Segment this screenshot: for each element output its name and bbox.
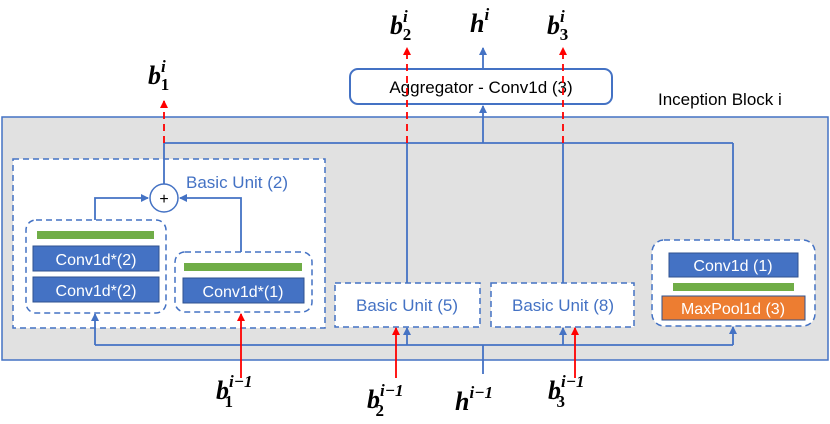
conv-c-box bbox=[182, 277, 305, 304]
output-h-label: hi bbox=[470, 5, 489, 38]
green-bar-pool bbox=[673, 283, 794, 291]
conv-b-box bbox=[32, 276, 160, 303]
conv-a-label: Conv1d*(2) bbox=[56, 252, 137, 269]
green-bar-right bbox=[184, 263, 302, 271]
conv-pool-box bbox=[668, 252, 799, 278]
left-group-to-sum bbox=[94, 194, 149, 220]
aggregator-label: Aggregator - Conv1d (3) bbox=[389, 78, 572, 97]
basic-unit-8-box bbox=[490, 282, 635, 328]
basic-unit-5-label: Basic Unit (5) bbox=[356, 296, 458, 315]
basic-unit-5-box bbox=[334, 282, 481, 328]
conv-b-label: Conv1d*(2) bbox=[56, 283, 137, 300]
basic-unit-2-label: Basic Unit (2) bbox=[186, 173, 288, 192]
input-h-label: hi−1 bbox=[455, 383, 493, 416]
basic-unit-8-label: Basic Unit (8) bbox=[512, 296, 614, 315]
maxpool-label: MaxPool1d (3) bbox=[681, 301, 785, 318]
conv-c-label: Conv1d*(1) bbox=[203, 284, 284, 301]
conv-pool-label: Conv1d (1) bbox=[693, 258, 772, 275]
green-bar-left bbox=[37, 231, 154, 239]
inception-block-label: Inception Block i bbox=[658, 90, 782, 109]
right-group-to-sum bbox=[179, 194, 242, 252]
conv-a-box bbox=[32, 245, 160, 272]
maxpool-box bbox=[661, 295, 806, 321]
sum-node-symbol: + bbox=[159, 191, 168, 208]
aggregator-box bbox=[349, 68, 613, 105]
